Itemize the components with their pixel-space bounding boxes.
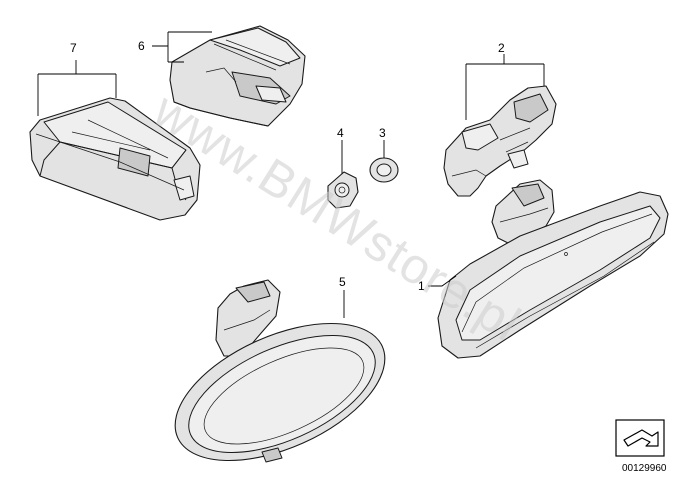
watermark: www.BMWstore.pl: [143, 81, 530, 352]
part-1-mirror: [437, 179, 669, 359]
callout-4: 4: [337, 126, 344, 140]
part-6-cover: [169, 25, 306, 127]
part-7-cover: [29, 97, 201, 221]
callout-1: 1: [418, 279, 425, 293]
callout-5: 5: [339, 275, 346, 289]
callout-2: 2: [498, 41, 505, 55]
arrow-symbol-icon: [615, 419, 665, 457]
part-2-bracket: [443, 85, 557, 197]
callout-7: 7: [70, 41, 77, 55]
part-3-washer: [369, 157, 399, 183]
leader-lines: [37, 31, 545, 318]
callout-3: 3: [379, 126, 386, 140]
callout-6: 6: [138, 39, 145, 53]
reference-number: 00129960: [622, 463, 667, 474]
part-5-mirror: [174, 279, 386, 463]
part-4-clip: [327, 171, 359, 209]
